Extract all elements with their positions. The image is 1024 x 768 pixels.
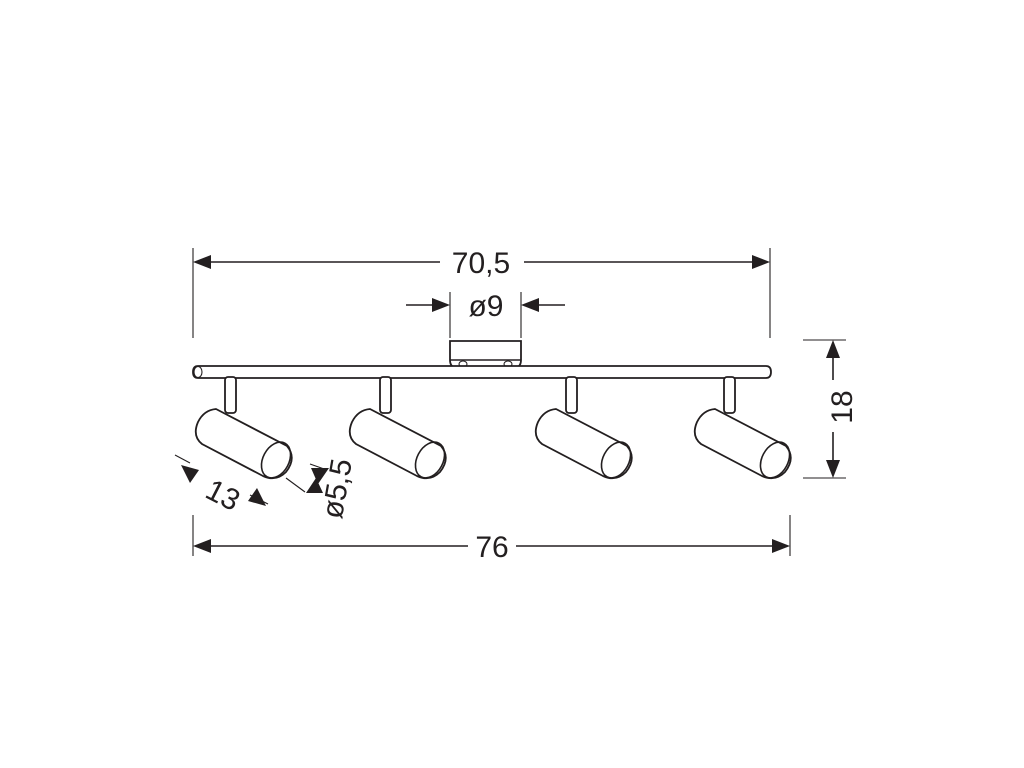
- spot-diameter-arrow-top: [311, 468, 329, 484]
- spot-diameter-arrow-bottom: [306, 478, 323, 493]
- spot-3-body: [534, 408, 633, 480]
- spot-1-front: [260, 441, 292, 479]
- spot-2-front: [414, 441, 446, 479]
- dimension-top-length: 70,5: [192, 247, 771, 338]
- height-arrow-top: [826, 340, 840, 358]
- arrow-left: [193, 255, 211, 269]
- canopy-diameter-label: ø9: [468, 290, 503, 323]
- spot-1-stem: [224, 376, 237, 414]
- spot-4-front: [759, 441, 791, 479]
- spot-2-stem: [379, 376, 392, 414]
- spotlight-3: [534, 376, 633, 480]
- total-arrow-left: [193, 539, 211, 553]
- spot-4-stem: [723, 376, 736, 414]
- spot-4-body: [693, 408, 792, 480]
- total-arrow-right: [772, 539, 790, 553]
- mounting-bar: [192, 365, 772, 379]
- spot-length-ext-left: [174, 454, 191, 464]
- spot-diameter-label: ø5,5: [316, 456, 359, 521]
- spot-length-arrow-left: [181, 465, 199, 483]
- spot-length-label: 13: [200, 473, 245, 518]
- dimension-total-length: 76: [192, 515, 791, 564]
- dimension-spot-diameter: ø5,5: [285, 456, 359, 521]
- arrow-right: [752, 255, 770, 269]
- spot-length-arrow-right: [248, 488, 266, 506]
- canopy-arrow-left: [432, 298, 450, 312]
- spot-3-front: [600, 441, 632, 479]
- dimension-canopy-diameter: ø9: [406, 290, 565, 338]
- spot-2-body: [348, 408, 447, 480]
- bar-end-cap: [193, 365, 203, 379]
- canopy: [449, 340, 522, 369]
- height-arrow-bottom: [826, 460, 840, 478]
- spot-diameter-ext: [285, 477, 306, 493]
- spotlight-2: [348, 376, 447, 480]
- spotlight-1: [194, 376, 293, 480]
- top-length-label: 70,5: [452, 247, 510, 280]
- spot-1-body: [194, 408, 293, 480]
- canopy-body: [449, 340, 522, 369]
- spotlight-4: [693, 376, 792, 480]
- height-label: 18: [826, 390, 859, 423]
- bar-body: [192, 365, 772, 379]
- canopy-arrow-right: [521, 298, 539, 312]
- dimension-height: 18: [803, 339, 859, 479]
- total-length-label: 76: [475, 531, 508, 564]
- spot-3-stem: [565, 376, 578, 414]
